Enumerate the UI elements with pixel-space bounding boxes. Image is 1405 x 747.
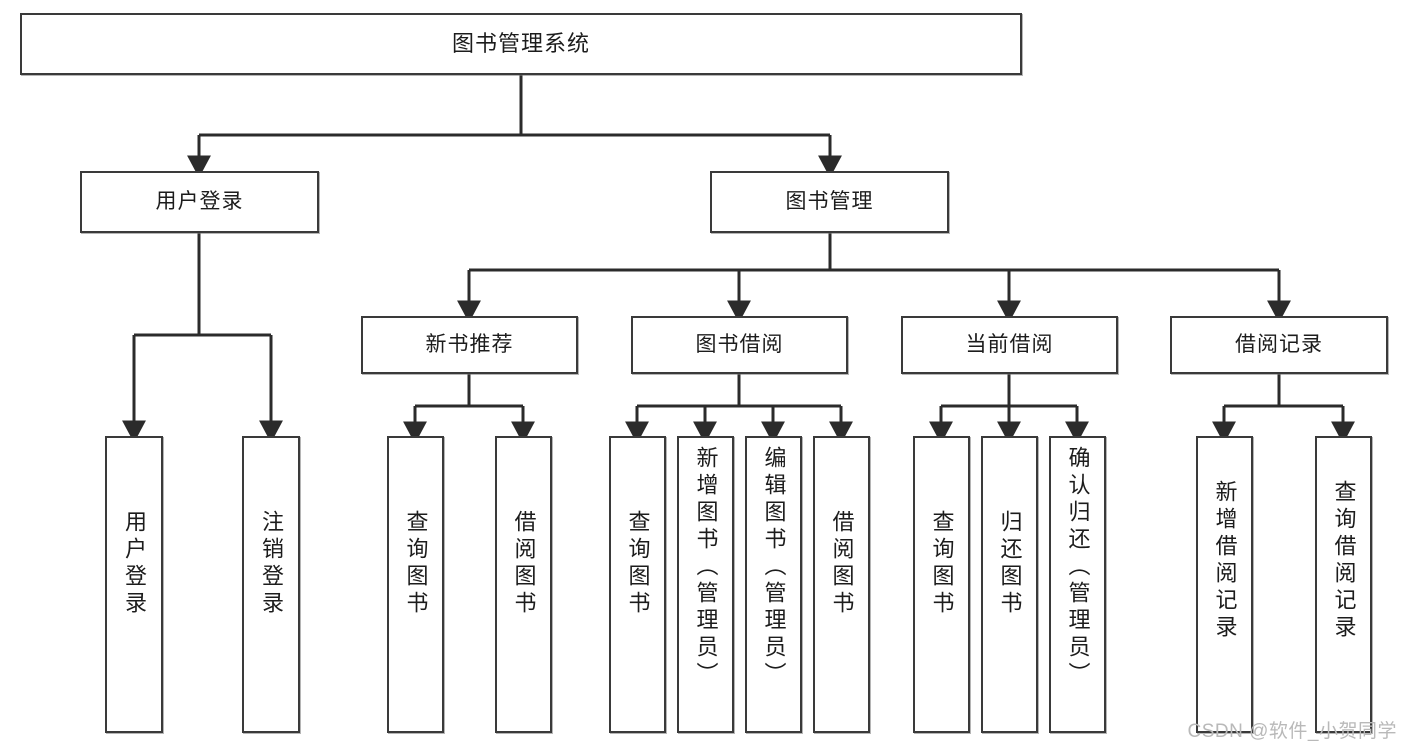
node-leaf-add-book-admin-label: 新增图书（管理员） [693, 446, 719, 689]
node-leaf-query-borrow-record[interactable]: 查询借阅记录 [1315, 436, 1372, 733]
node-leaf-logout[interactable]: 注销登录 [242, 436, 300, 733]
node-leaf-query-book-1-label: 查询图书 [403, 510, 429, 618]
node-leaf-query-book-3[interactable]: 查询图书 [913, 436, 970, 733]
node-current-borrow[interactable]: 当前借阅 [901, 316, 1118, 374]
node-leaf-add-book-admin[interactable]: 新增图书（管理员） [677, 436, 734, 733]
node-book-borrow[interactable]: 图书借阅 [631, 316, 848, 374]
node-leaf-query-borrow-record-label: 查询借阅记录 [1331, 480, 1357, 642]
watermark: CSDN @软件_小贺同学 [1187, 721, 1397, 742]
node-new-book-rec-label: 新书推荐 [425, 332, 514, 356]
node-leaf-edit-book-admin-label: 编辑图书（管理员） [761, 446, 787, 689]
node-leaf-logout-label: 注销登录 [259, 510, 284, 618]
node-leaf-add-borrow-record[interactable]: 新增借阅记录 [1196, 436, 1253, 733]
node-leaf-query-book-3-label: 查询图书 [929, 510, 955, 618]
node-leaf-borrow-book-1[interactable]: 借阅图书 [495, 436, 552, 733]
node-borrow-record-label: 借阅记录 [1235, 332, 1323, 356]
node-leaf-add-borrow-record-label: 新增借阅记录 [1212, 480, 1238, 642]
node-leaf-user-login-label: 用户登录 [122, 510, 147, 618]
node-leaf-confirm-return-admin-label: 确认归还（管理员） [1065, 446, 1091, 689]
node-leaf-query-book-2[interactable]: 查询图书 [609, 436, 666, 733]
node-leaf-return-book[interactable]: 归还图书 [981, 436, 1038, 733]
node-new-book-rec[interactable]: 新书推荐 [361, 316, 578, 374]
node-leaf-borrow-book-2-label: 借阅图书 [829, 510, 855, 618]
node-leaf-return-book-label: 归还图书 [997, 510, 1023, 618]
node-book-borrow-label: 图书借阅 [695, 332, 784, 356]
node-leaf-user-login[interactable]: 用户登录 [105, 436, 163, 733]
node-book-manage[interactable]: 图书管理 [710, 171, 949, 233]
node-leaf-borrow-book-1-label: 借阅图书 [511, 510, 537, 618]
node-current-borrow-label: 当前借阅 [965, 332, 1054, 356]
node-root[interactable]: 图书管理系统 [20, 13, 1022, 75]
node-root-label: 图书管理系统 [451, 31, 590, 57]
node-user-login-label: 用户登录 [155, 189, 244, 213]
node-borrow-record[interactable]: 借阅记录 [1170, 316, 1388, 374]
node-leaf-borrow-book-2[interactable]: 借阅图书 [813, 436, 870, 733]
node-book-manage-label: 图书管理 [785, 189, 874, 213]
node-leaf-edit-book-admin[interactable]: 编辑图书（管理员） [745, 436, 802, 733]
node-user-login[interactable]: 用户登录 [80, 171, 319, 233]
node-leaf-query-book-2-label: 查询图书 [625, 510, 651, 618]
node-leaf-query-book-1[interactable]: 查询图书 [387, 436, 444, 733]
node-leaf-confirm-return-admin[interactable]: 确认归还（管理员） [1049, 436, 1106, 733]
